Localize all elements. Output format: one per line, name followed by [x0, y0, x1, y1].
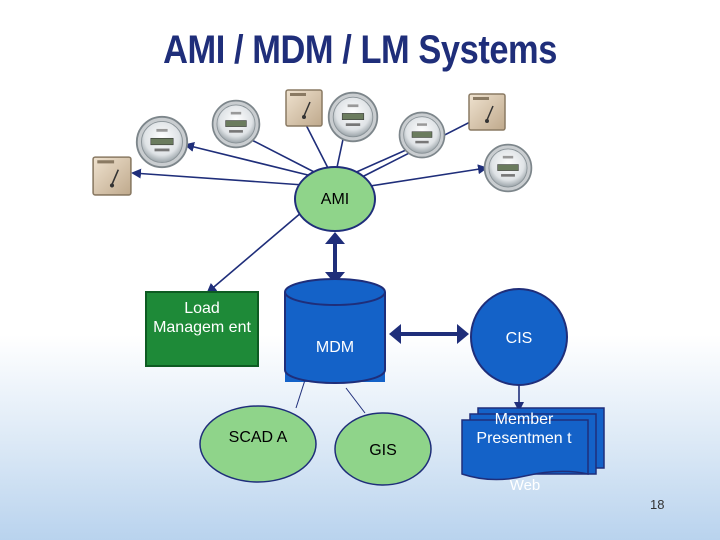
- ami-mdm-link: [325, 232, 345, 284]
- link-load-management: [206, 211, 303, 294]
- mdm-label: MDM: [315, 339, 355, 356]
- electric-meter-icon: [327, 91, 379, 143]
- gis-label: GIS: [369, 442, 397, 459]
- link-meter-2: [240, 134, 321, 176]
- load-control-box-icon: [468, 93, 506, 131]
- gis-node: [334, 412, 432, 486]
- electric-meter-icon: [211, 99, 261, 149]
- electric-meter-icon: [483, 143, 533, 193]
- ami-label: AMI: [320, 191, 350, 208]
- mdm-cylinder: [284, 278, 386, 384]
- link-meter-1: [184, 142, 321, 179]
- load-control-box-icon: [285, 89, 323, 127]
- electric-meter-icon: [398, 111, 446, 159]
- scada-node: [199, 405, 317, 483]
- web-label: Web: [509, 477, 541, 494]
- page-title: AMI / MDM / LM Systems: [163, 28, 557, 72]
- page-number: 18: [650, 497, 665, 512]
- cis-label: CIS: [505, 330, 533, 347]
- link-box-1: [131, 168, 319, 187]
- ami-node: [294, 166, 376, 232]
- document-stack-icon: [461, 407, 605, 481]
- load-control-box-icon: [92, 156, 132, 196]
- link-scada: [295, 379, 306, 409]
- scada-label: SCAD A: [228, 429, 288, 446]
- link-meter-4: [351, 144, 417, 175]
- mdm-cis-link: [389, 324, 469, 344]
- electric-meter-icon: [135, 115, 189, 169]
- member-presentment-label: Member Presentmen t: [476, 411, 572, 447]
- link-meter-5: [369, 164, 488, 187]
- lower-links: [295, 379, 366, 414]
- link-gis: [345, 387, 366, 414]
- load-management-label: Load Managem ent: [153, 300, 251, 336]
- load-management-box: [145, 291, 259, 367]
